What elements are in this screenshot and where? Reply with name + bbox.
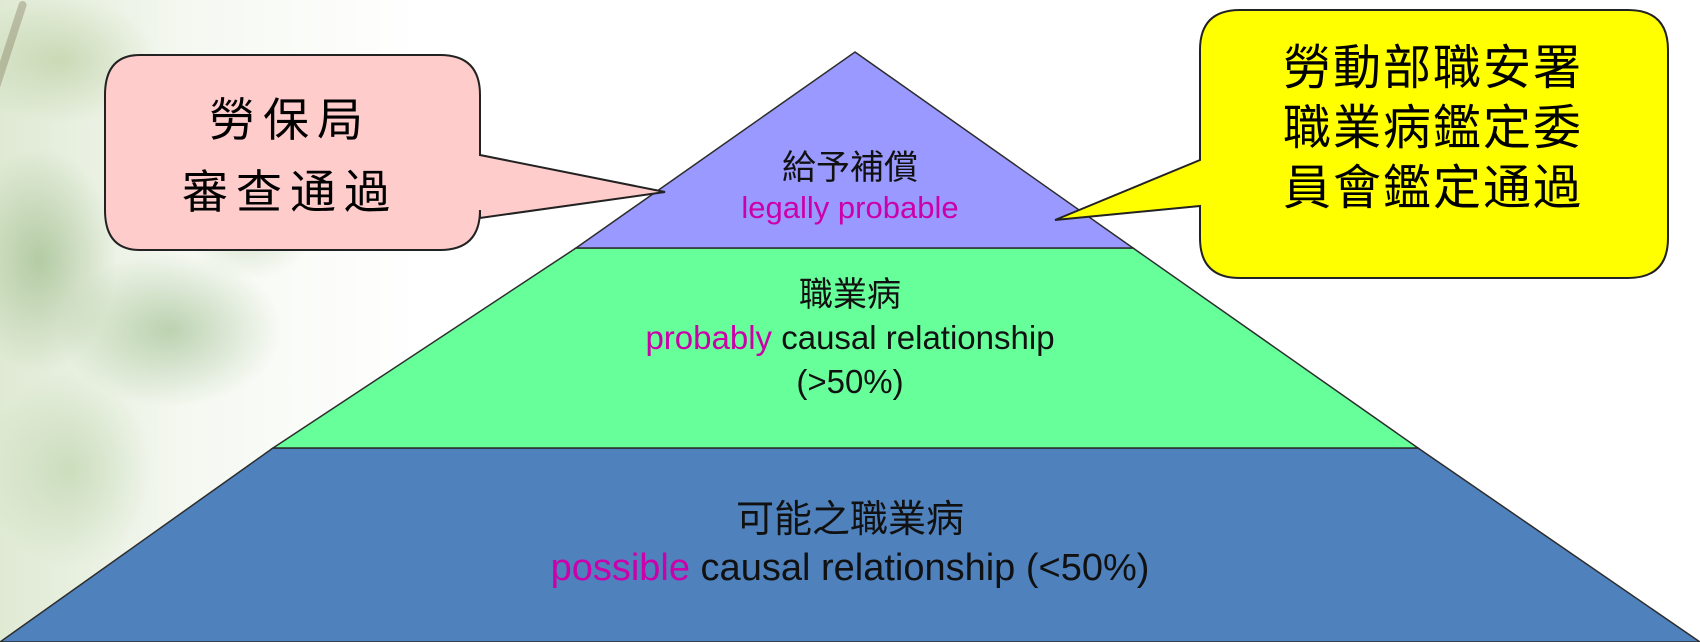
right-callout-text: 勞動部職安署 職業病鑑定委 員會鑑定通過 [1228, 38, 1638, 218]
top-tier-zh: 給予補償 [782, 148, 918, 188]
bottom-tier-en: possible causal relationship (<50%) [300, 542, 1400, 594]
bottom-tier-en-plain: causal relationship (<50%) [690, 547, 1150, 589]
left-callout-line: 審查通過 [182, 165, 398, 219]
top-tier-en-accent: legally probable [741, 190, 959, 225]
middle-tier-label: 職業病 probably causal relationship (>50%) [500, 274, 1200, 404]
middle-tier-en-accent: probably [645, 319, 773, 356]
left-callout-bubble [104, 54, 666, 251]
middle-tier-en: probably causal relationship [500, 316, 1200, 360]
middle-tier-zh: 職業病 [799, 275, 901, 315]
right-callout-line: 職業病鑑定委 [1282, 100, 1583, 156]
left-callout-line: 勞保局 [209, 93, 371, 147]
bottom-tier-label: 可能之職業病 possible causal relationship (<50… [300, 496, 1400, 594]
pyramid-top-tier [573, 51, 1136, 249]
top-tier-en: legally probable [640, 188, 1060, 228]
right-callout-bubble [1054, 9, 1669, 279]
bottom-tier-en-accent: possible [550, 547, 690, 589]
bottom-tier-zh: 可能之職業病 [735, 497, 964, 541]
top-tier-label: 給予補償 legally probable [640, 148, 1060, 228]
right-callout-line: 勞動部職安署 [1282, 40, 1583, 96]
right-callout-line: 員會鑑定通過 [1282, 160, 1583, 216]
middle-tier-threshold: (>50%) [796, 363, 904, 400]
left-callout-text: 勞保局 審查通過 [110, 84, 470, 228]
middle-tier-en-plain: causal relationship [772, 319, 1055, 356]
